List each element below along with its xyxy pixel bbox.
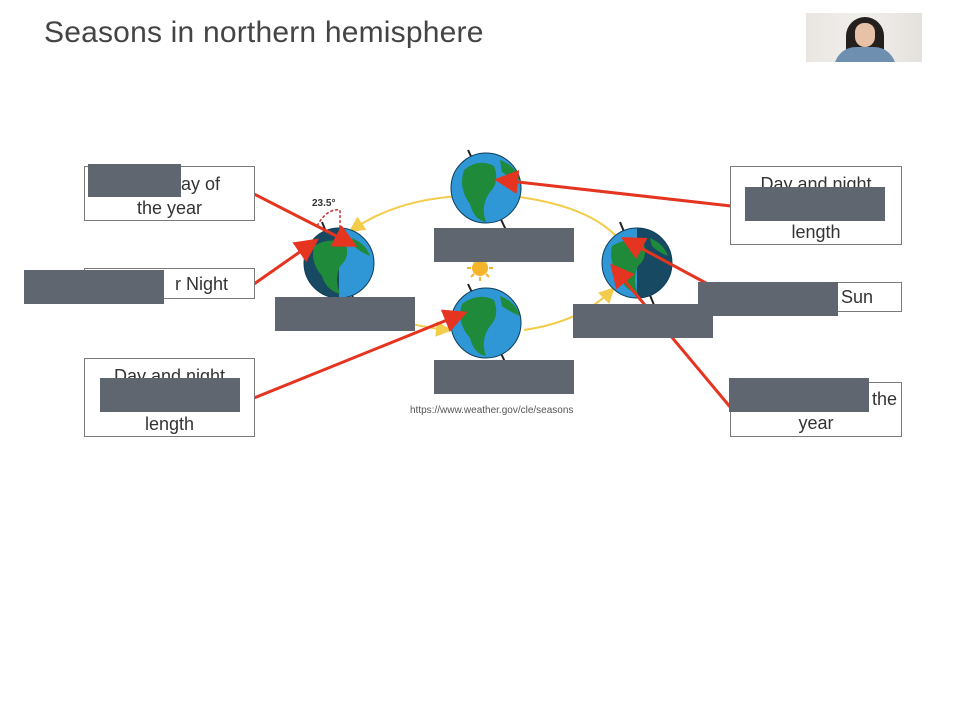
webcam-person-face xyxy=(855,23,875,47)
redaction-mask xyxy=(88,164,181,197)
webcam-video-thumbnail[interactable] xyxy=(806,13,922,62)
arrow-right-top xyxy=(494,170,732,208)
redaction-mask xyxy=(24,270,164,304)
earth-globe-icon xyxy=(450,149,522,231)
redaction-mask xyxy=(434,360,574,394)
label-line: length xyxy=(791,222,841,242)
label-line: day of xyxy=(170,174,221,194)
tilt-angle-marker xyxy=(316,209,341,228)
webcam-person-shirt xyxy=(834,47,896,62)
label-line: the year xyxy=(136,198,203,218)
label-line: length xyxy=(144,414,195,434)
arrow-left-bottom xyxy=(253,309,468,400)
arrow-right-bottom xyxy=(610,263,733,409)
redaction-mask xyxy=(434,228,574,262)
label-line: the xyxy=(871,389,897,409)
tilt-angle-label: 23.5° xyxy=(312,198,336,209)
arrow-left-mid xyxy=(253,238,319,286)
source-url: https://www.weather.gov/cle/seasons xyxy=(410,405,574,416)
page-title: Seasons in northern hemisphere xyxy=(44,16,484,49)
redaction-mask xyxy=(698,282,838,316)
earth-globe-icon xyxy=(450,283,522,365)
redaction-mask xyxy=(573,304,713,338)
orbit-arrow-top-left xyxy=(348,195,461,233)
redaction-mask xyxy=(729,378,869,412)
label-line: r Night xyxy=(174,274,228,294)
redaction-mask xyxy=(745,187,885,221)
label-line: year xyxy=(798,413,834,433)
orbit-arrow-top-right xyxy=(511,195,616,236)
redaction-mask xyxy=(100,378,240,412)
label-line: Sun xyxy=(840,287,873,307)
arrow-left-top xyxy=(253,192,358,247)
redaction-mask xyxy=(275,297,415,331)
earth-globe-icon xyxy=(601,221,673,306)
earth-globe-icon xyxy=(303,221,375,306)
